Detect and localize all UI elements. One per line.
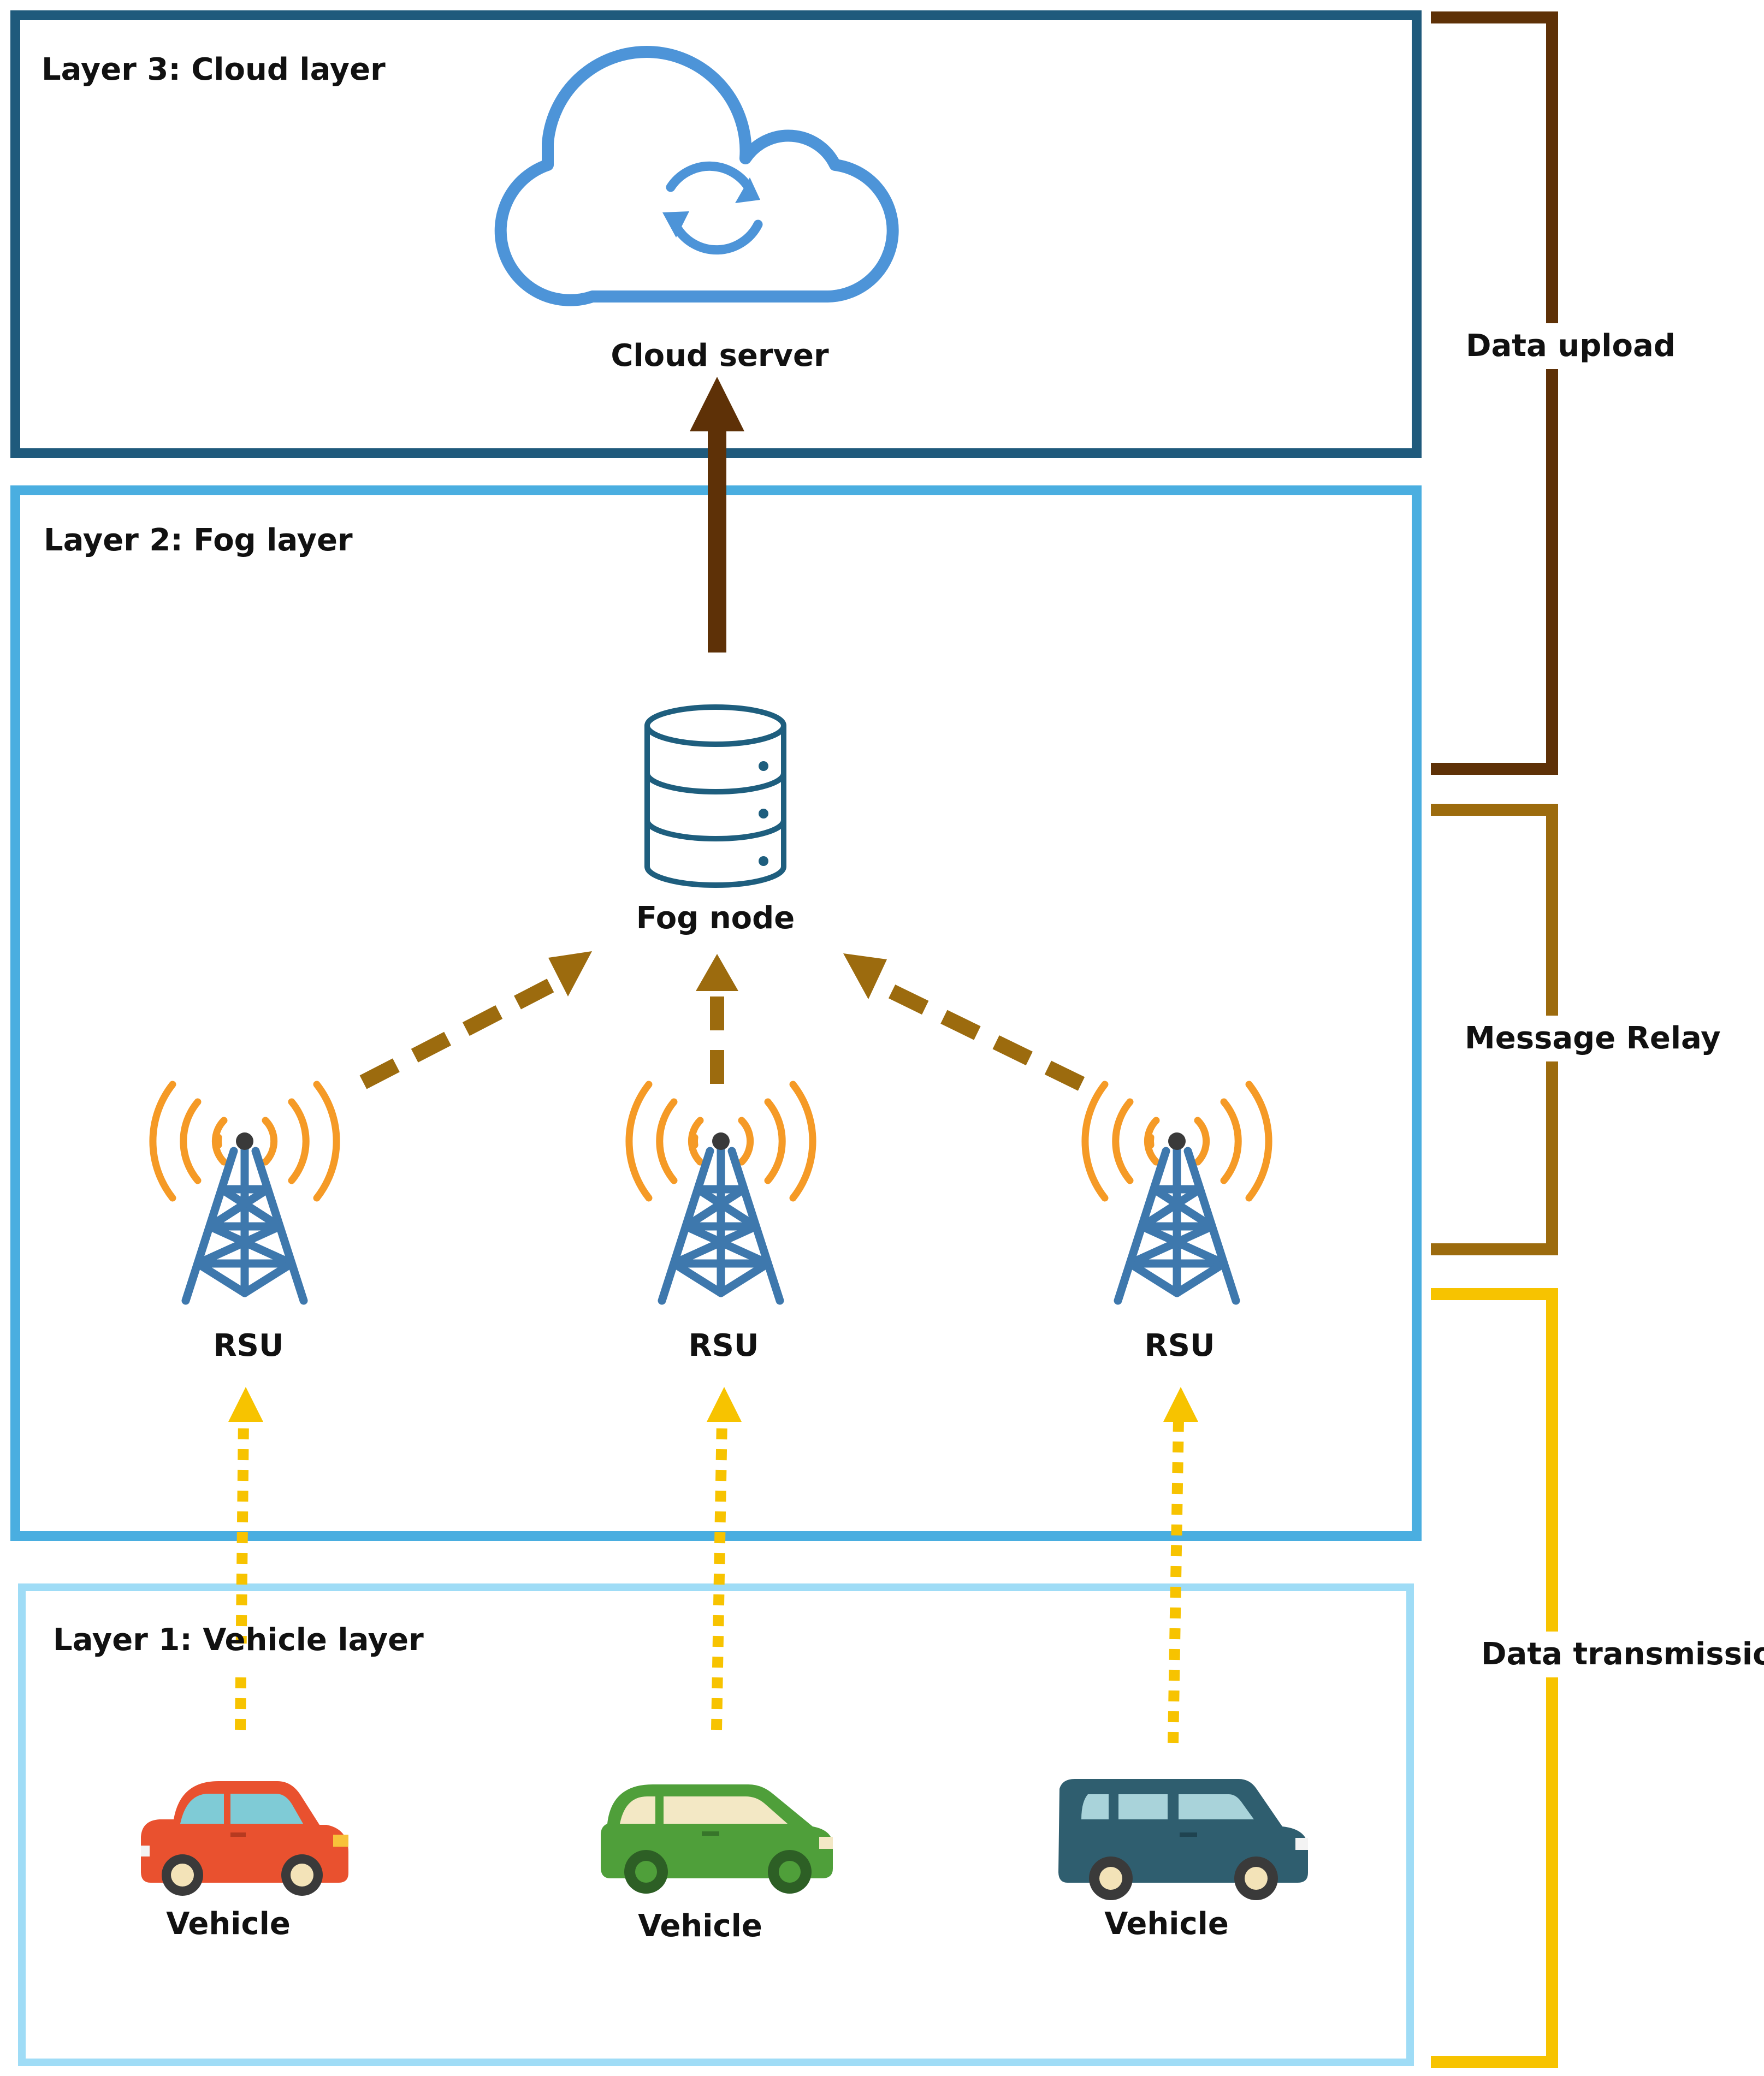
radio-tower-icon xyxy=(153,1084,336,1301)
relay-arrow-right xyxy=(843,953,1085,1091)
rsu-label: RSU xyxy=(1144,1328,1215,1363)
relay-arrow-left xyxy=(359,951,592,1089)
database-icon xyxy=(644,704,786,888)
transmission-arrow-center xyxy=(707,1387,742,1730)
database-status-dots xyxy=(759,761,768,866)
cloud-sync-icon xyxy=(494,46,899,306)
transmission-arrow-left xyxy=(228,1387,263,1730)
transmission-arrow-right xyxy=(1163,1387,1198,1743)
car-icon xyxy=(141,1781,348,1896)
radio-tower-icon xyxy=(1085,1084,1269,1301)
data-transmission-label: Data transmission xyxy=(1481,1632,1764,1677)
rsu-label: RSU xyxy=(688,1328,759,1363)
message-relay-label: Message Relay xyxy=(1465,1016,1721,1061)
data-upload-label: Data upload xyxy=(1466,323,1676,369)
vehicle-label: Vehicle xyxy=(166,1906,291,1942)
vehicle-label: Vehicle xyxy=(638,1908,762,1944)
data-upload-arrow xyxy=(690,377,744,653)
vehicle-layer-title: Layer 1: Vehicle layer xyxy=(53,1622,424,1658)
rsu-label: RSU xyxy=(213,1328,284,1363)
radio-tower-icon xyxy=(629,1084,813,1301)
car-icon xyxy=(1058,1779,1308,1900)
data-upload-bracket xyxy=(1431,11,1558,775)
vehicle-label: Vehicle xyxy=(1104,1906,1229,1942)
cloud-server-label: Cloud server xyxy=(611,338,829,373)
data-transmission-bracket xyxy=(1431,1288,1558,2068)
vehicle-layer-box xyxy=(18,1583,1414,2066)
relay-arrow-center xyxy=(696,954,738,1084)
car-icon xyxy=(601,1784,833,1894)
fog-layer-title: Layer 2: Fog layer xyxy=(44,523,353,558)
cloud-layer-title: Layer 3: Cloud layer xyxy=(42,52,386,87)
fog-node-label: Fog node xyxy=(636,900,795,936)
